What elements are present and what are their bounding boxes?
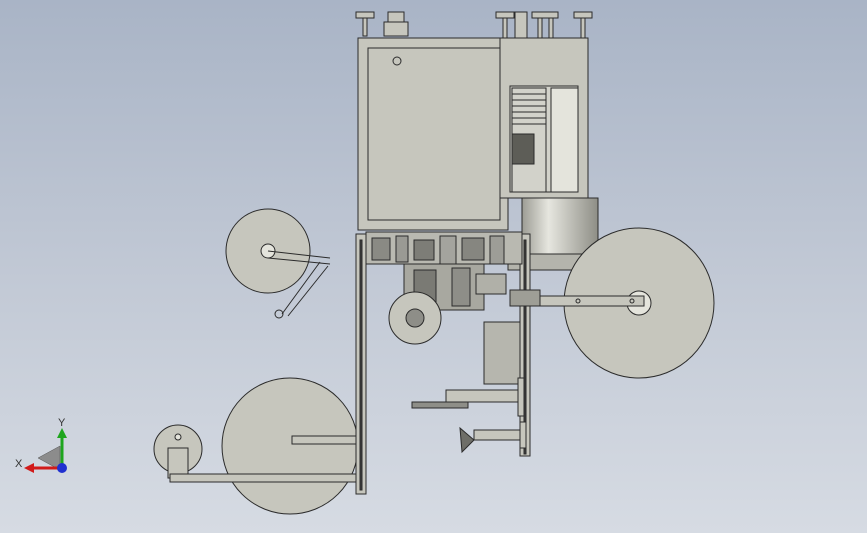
top-knobs [355,11,593,39]
x-axis-head [24,463,34,473]
main-cabinet [357,37,509,231]
lower-mechanism [411,377,527,454]
machine-model [153,11,715,515]
bottom-left-reel [221,377,359,515]
axis-triad: X Y [15,417,67,473]
y-axis-label: Y [58,417,66,429]
z-axis-origin [57,463,67,473]
z-axis-cone [37,445,61,471]
mechanism-cluster [365,231,541,385]
x-axis-label: X [15,458,23,470]
y-axis-head [57,428,67,438]
